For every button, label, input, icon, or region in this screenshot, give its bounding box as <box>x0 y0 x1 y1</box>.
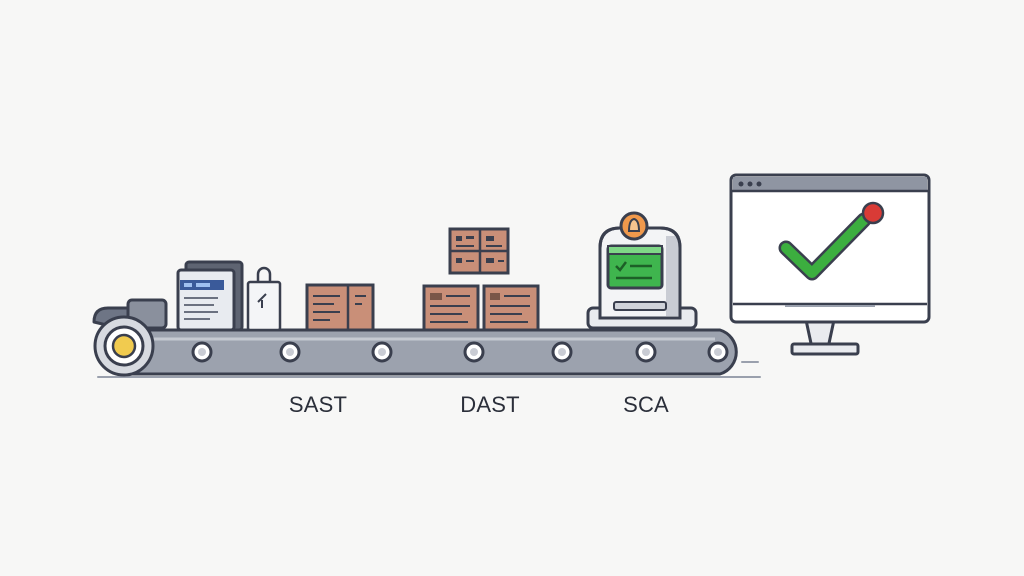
stage-label-sca: SCA <box>623 392 669 417</box>
cargo-box-3 <box>482 284 540 332</box>
stage-label-dast: DAST <box>460 392 520 417</box>
alert-badge-icon <box>619 211 649 241</box>
package-bag-icon <box>246 266 282 332</box>
conveyor-belt <box>92 298 761 378</box>
server-stack-icon <box>176 260 244 332</box>
stage-label-sast: SAST <box>288 392 348 417</box>
belt-rollers <box>191 341 729 363</box>
cargo-box-1 <box>305 283 375 332</box>
checkmark-icon <box>781 215 869 278</box>
cargo-box-2 <box>422 284 480 332</box>
scanner-machine-icon <box>586 211 698 330</box>
cargo-box-floating <box>448 227 510 275</box>
monitor-icon <box>729 173 931 356</box>
alert-dot-icon <box>861 201 885 225</box>
